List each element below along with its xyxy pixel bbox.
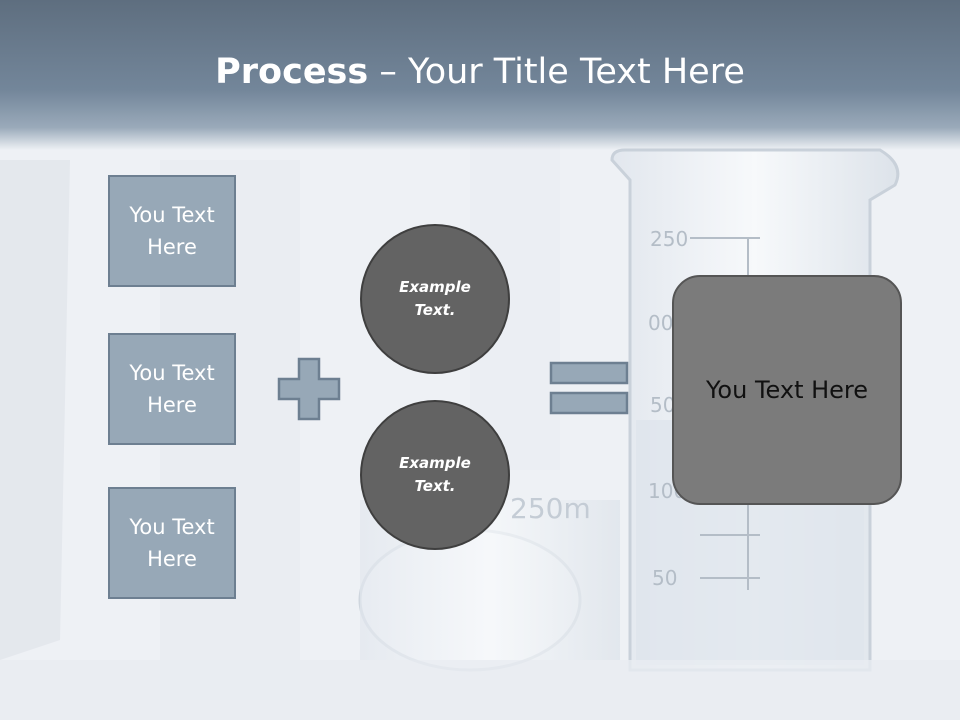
title-rest: – Your Title Text Here [368,52,745,92]
title-bold: Process [215,52,369,92]
svg-text:50: 50 [650,393,675,417]
text-box-2[interactable]: You Text Here [108,333,236,445]
example-circle-2[interactable]: Example Text. [360,400,510,550]
svg-text:250m: 250m [510,492,591,525]
title-bar [0,0,960,150]
svg-text:250: 250 [650,227,688,251]
svg-text:00: 00 [648,311,673,335]
text-box-1[interactable]: You Text Here [108,175,236,287]
plus-icon [277,357,341,421]
example-circle-1[interactable]: Example Text. [360,224,510,374]
equals-icon [549,361,629,415]
svg-text:50: 50 [652,566,677,590]
result-box[interactable]: You Text Here [672,275,902,505]
text-box-3[interactable]: You Text Here [108,487,236,599]
slide-title: Process – Your Title Text Here [0,52,960,92]
